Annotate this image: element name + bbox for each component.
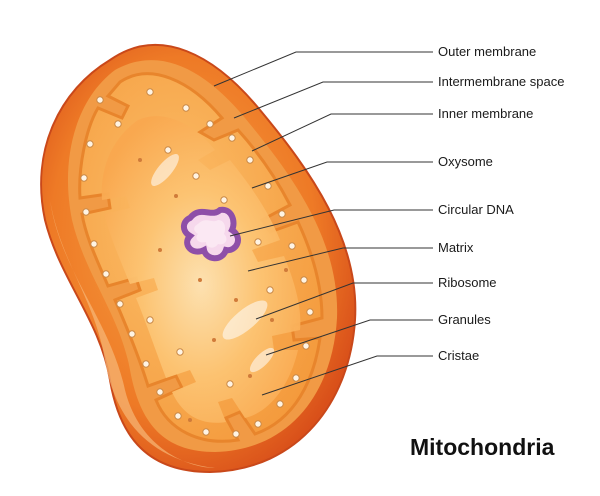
oxysome-dot (80, 174, 88, 182)
ribosome-dot (284, 268, 288, 272)
oxysome-dot (278, 210, 286, 218)
oxysome-dot (142, 360, 150, 368)
ribosome-dot (248, 374, 252, 378)
oxysome-dot (226, 380, 234, 388)
oxysome-dot (254, 238, 262, 246)
diagram-title: Mitochondria (410, 434, 555, 460)
oxysome-dot (182, 104, 190, 112)
oxysome-dot (116, 300, 124, 308)
label-granules: Granules (438, 312, 491, 327)
oxysome-dot (276, 400, 284, 408)
oxysome-dot (82, 208, 90, 216)
leader-cristae (261, 355, 433, 396)
oxysome-dot (206, 120, 214, 128)
leader-ribosome (255, 282, 433, 320)
oxysome-dot (246, 156, 254, 164)
leader-outer-membrane (213, 51, 433, 87)
ribosome-dot (174, 194, 178, 198)
ribosome-dot (234, 298, 238, 302)
oxysome-dot (156, 388, 164, 396)
ribosome-dot (270, 318, 274, 322)
oxysome-dot (266, 286, 274, 294)
label-inner-membrane: Inner membrane (438, 106, 534, 121)
oxysome-dot (86, 140, 94, 148)
oxysome-particles (80, 88, 314, 438)
oxysome-dot (114, 120, 122, 128)
ribosome-dot (138, 158, 142, 162)
circular-dna-shape (181, 206, 241, 262)
oxysome-dot (164, 146, 172, 154)
oxysome-dot (96, 96, 104, 104)
oxysome-dot (220, 196, 228, 204)
oxysome-dot (264, 182, 272, 190)
ribosome-dot (212, 338, 216, 342)
oxysome-dot (146, 316, 154, 324)
oxysome-dot (192, 172, 200, 180)
ribosome-particles (138, 158, 288, 422)
leader-granules (265, 319, 433, 356)
oxysome-dot (174, 412, 182, 420)
oxysome-dot (102, 270, 110, 278)
label-outer-membrane: Outer membrane (438, 44, 537, 59)
oxysome-dot (90, 240, 98, 248)
oxysome-dot (202, 428, 210, 436)
oxysome-dot (300, 276, 308, 284)
oxysome-dot (288, 242, 296, 250)
leader-oxysome (251, 161, 433, 189)
label-cristae: Cristae (438, 348, 480, 363)
label-oxysome: Oxysome (438, 154, 493, 169)
ribosome-dot (198, 278, 202, 282)
oxysome-dot (292, 374, 300, 382)
oxysome-dot (306, 308, 314, 316)
label-circular-dna: Circular DNA (438, 202, 514, 217)
oxysome-dot (232, 430, 240, 438)
label-intermembrane-space: Intermembrane space (438, 74, 565, 89)
oxysome-dot (146, 88, 154, 96)
oxysome-dot (228, 134, 236, 142)
label-ribosome: Ribosome (438, 275, 497, 290)
leader-matrix (247, 247, 433, 272)
oxysome-dot (128, 330, 136, 338)
oxysome-dot (254, 420, 262, 428)
oxysome-dot (302, 342, 310, 350)
leader-intermembrane-space (233, 81, 433, 119)
leader-circular-dna (229, 209, 433, 237)
label-matrix: Matrix (438, 240, 474, 255)
leader-inner-membrane (251, 113, 433, 152)
ribosome-dot (188, 418, 192, 422)
matrix-shape (101, 116, 301, 423)
ribosome-dot (158, 248, 162, 252)
oxysome-dot (176, 348, 184, 356)
